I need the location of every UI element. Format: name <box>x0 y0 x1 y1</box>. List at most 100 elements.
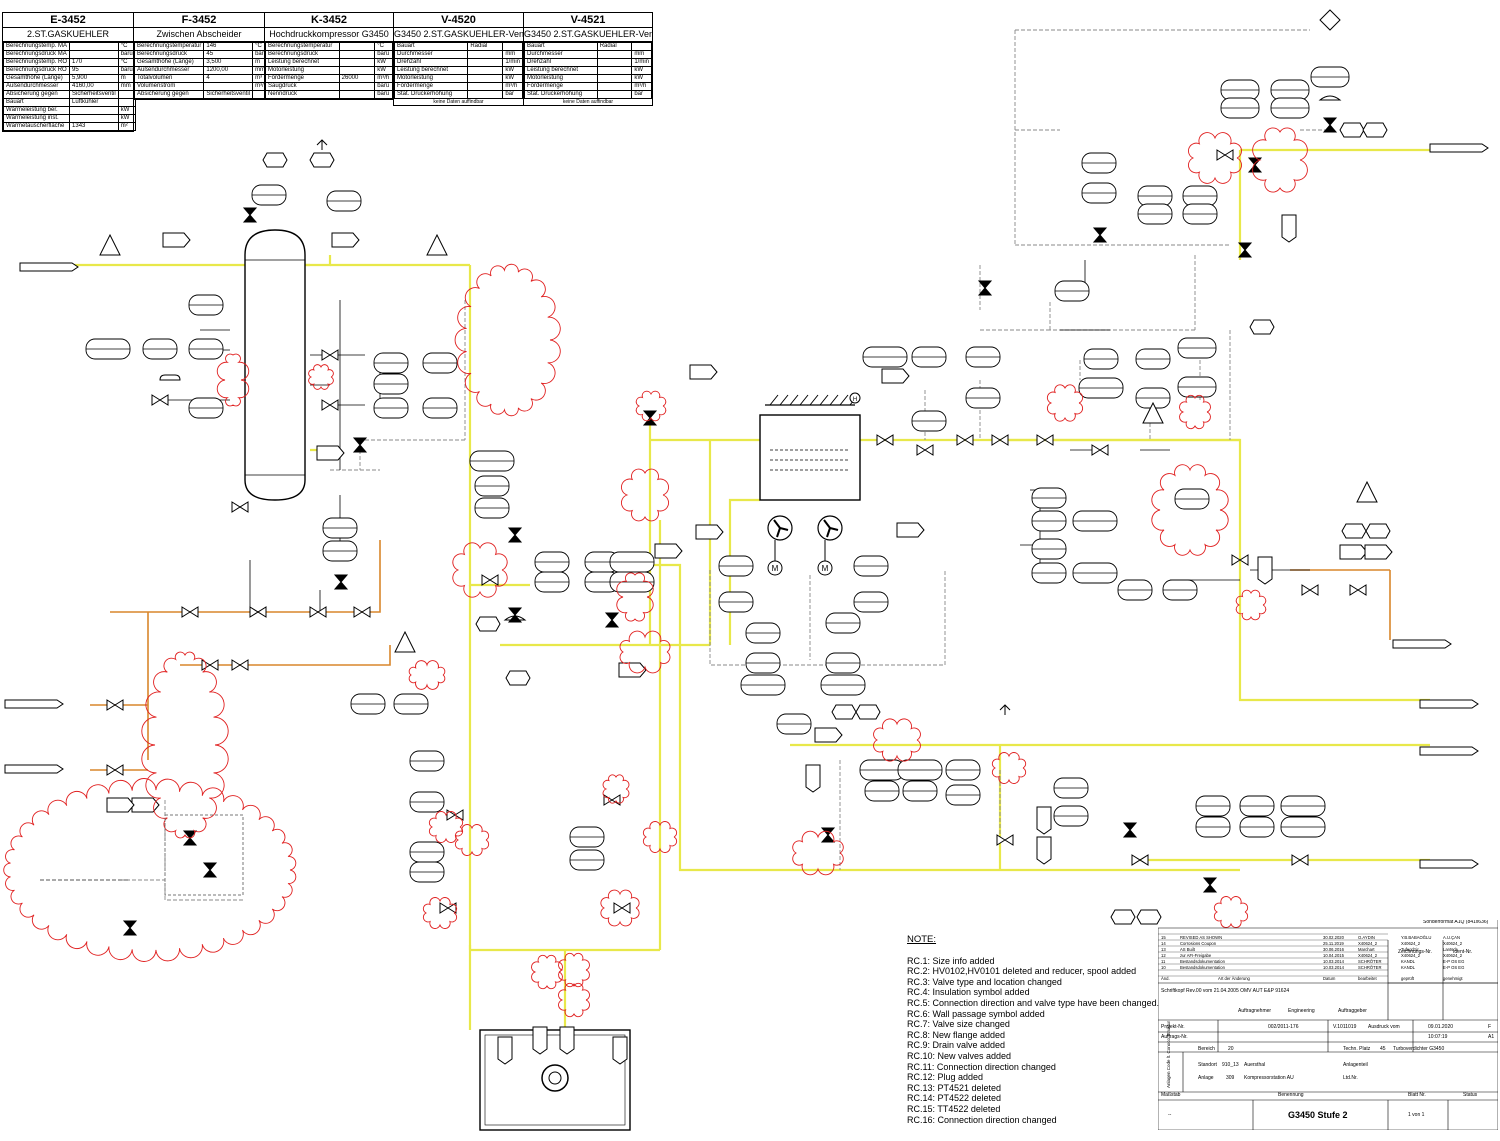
valve-hv79003 <box>106 764 124 776</box>
revision-cell: 11 <box>1161 959 1166 964</box>
instrument-tic-4523 <box>911 346 947 368</box>
header-cell: 1343 <box>69 122 119 131</box>
condensate-line <box>180 645 391 666</box>
reference-tag <box>426 233 448 256</box>
header-cell: 4 <box>203 74 254 83</box>
reference-tag <box>1036 806 1052 835</box>
revision-cloud <box>216 353 250 407</box>
title-block-text: Anlage <box>1198 1075 1214 1081</box>
valve-body <box>876 434 894 446</box>
instrument-goo-4542 <box>864 780 900 802</box>
ref-pentagon <box>316 445 345 461</box>
ref-pentagon <box>106 797 135 813</box>
header-cell <box>69 106 119 115</box>
ref-vertical <box>1036 836 1052 865</box>
instrument-lc-3452 <box>188 397 224 419</box>
instrument-tt-4520 <box>965 387 1001 409</box>
header-cell: Bauart <box>393 42 469 51</box>
instrument-pt-4540 <box>1135 387 1171 409</box>
header-cell: Radial <box>467 42 504 51</box>
revision-cloud <box>1235 589 1267 621</box>
header-cell: Stat. Druckerhöhung <box>524 90 598 99</box>
header-cell: Drehzahl <box>393 58 469 67</box>
instrument-ft-4540g1 <box>1078 377 1124 399</box>
title-block-grid: Sonderformat A1Q (841x636)Zeichnungs-Nr.… <box>1158 920 1498 1130</box>
header-desc: G3450 2.ST.GASKUEHLER-Ventilator A <box>394 28 523 42</box>
valve-body <box>991 434 1009 446</box>
instrument-gsc-6060d <box>1270 97 1310 119</box>
ref-hexagon <box>262 152 288 168</box>
instrument-xa-4520-s <box>740 674 786 696</box>
valve-body <box>916 444 934 456</box>
header-cell: kW <box>374 58 393 67</box>
header-cell: Gesamthöhe (Länge) <box>2 74 71 83</box>
compressor-inner <box>484 1034 626 1126</box>
revision-header: Datum <box>1323 976 1336 981</box>
header-cell: 1/min <box>502 58 523 67</box>
valve-body <box>481 574 499 586</box>
valve-body <box>1237 242 1253 258</box>
header-row: Drehzahl 1/min <box>393 58 523 67</box>
valve-body <box>321 349 339 361</box>
revision-cell: E-P OS EG <box>1443 959 1464 964</box>
header-cell: barü <box>374 82 393 91</box>
revision-cloud <box>428 811 464 843</box>
actuator-symbol <box>159 374 181 381</box>
ref-triangle <box>99 233 121 256</box>
instrument-tr-4520 <box>965 346 1001 368</box>
ref-hexagon <box>831 704 857 720</box>
instrument-gsc-3450 <box>1182 203 1218 225</box>
header-cell: Sicherheitsventil <box>203 90 254 99</box>
revision-header: genehmigt <box>1443 976 1463 981</box>
revision-cloud <box>991 752 1027 784</box>
ref-pentagon <box>881 368 910 384</box>
revision-cloud <box>1188 132 1242 184</box>
instrument-lah-3452 <box>422 352 458 374</box>
title-block-text: 45 <box>1380 1046 1386 1052</box>
header-cell: Durchmesser <box>393 50 469 59</box>
valve-body <box>231 501 249 513</box>
connector-arrow <box>4 699 64 709</box>
header-tag: V-4520 <box>394 13 523 28</box>
revision-cell: X40624_2 <box>1401 953 1421 958</box>
instrument-goc-4520 <box>1031 562 1067 584</box>
header-cell: 1/min <box>631 58 652 67</box>
reference-tag <box>497 1036 513 1065</box>
revision-cell: Tufegdzic <box>1401 947 1419 952</box>
header-cell: Wärmeleistung inst. <box>2 114 71 123</box>
revision-cell: X40624_2 <box>1443 941 1463 946</box>
valve-hv4507 <box>353 606 371 618</box>
note-item: RC.12: Plug added <box>907 1072 984 1083</box>
title-block-text: Auftraggeber <box>1338 1008 1367 1014</box>
instrument-lsh-3452-s <box>85 338 131 360</box>
title-block-text: Schriftkopf Rev.00 vom 21.04.2005 OMV AU… <box>1161 988 1289 994</box>
instrument-gso-4542 <box>945 759 981 781</box>
ref-pentagon <box>814 727 843 743</box>
valve-body <box>309 606 327 618</box>
header-cell: barü <box>374 90 393 99</box>
cooler-body <box>759 414 861 501</box>
reference-tag <box>1364 544 1393 560</box>
header-cell: 3,500 <box>203 58 254 67</box>
fin-hatch <box>839 394 849 406</box>
reference-tag <box>831 704 857 720</box>
reference-tag <box>1339 122 1365 138</box>
instrument-goc-4541 <box>1239 816 1275 838</box>
revision-cell: O.AYDIN <box>1358 935 1375 940</box>
note-item: RC.6: Wall passage symbol added <box>907 1008 1045 1019</box>
header-cell: kW <box>374 66 393 75</box>
revision-cell: 30.02.2020 <box>1323 935 1345 940</box>
valve-hv45139 <box>876 434 894 446</box>
main-gas-line <box>468 265 530 587</box>
instrument-tshh-4524 <box>1162 579 1198 601</box>
title-block-text: Zeichnungs-Nr. <box>1398 949 1432 955</box>
title-block-text: -- <box>1168 1112 1172 1118</box>
header-cell: Nenndruck <box>265 90 340 99</box>
valve-body <box>249 606 267 618</box>
